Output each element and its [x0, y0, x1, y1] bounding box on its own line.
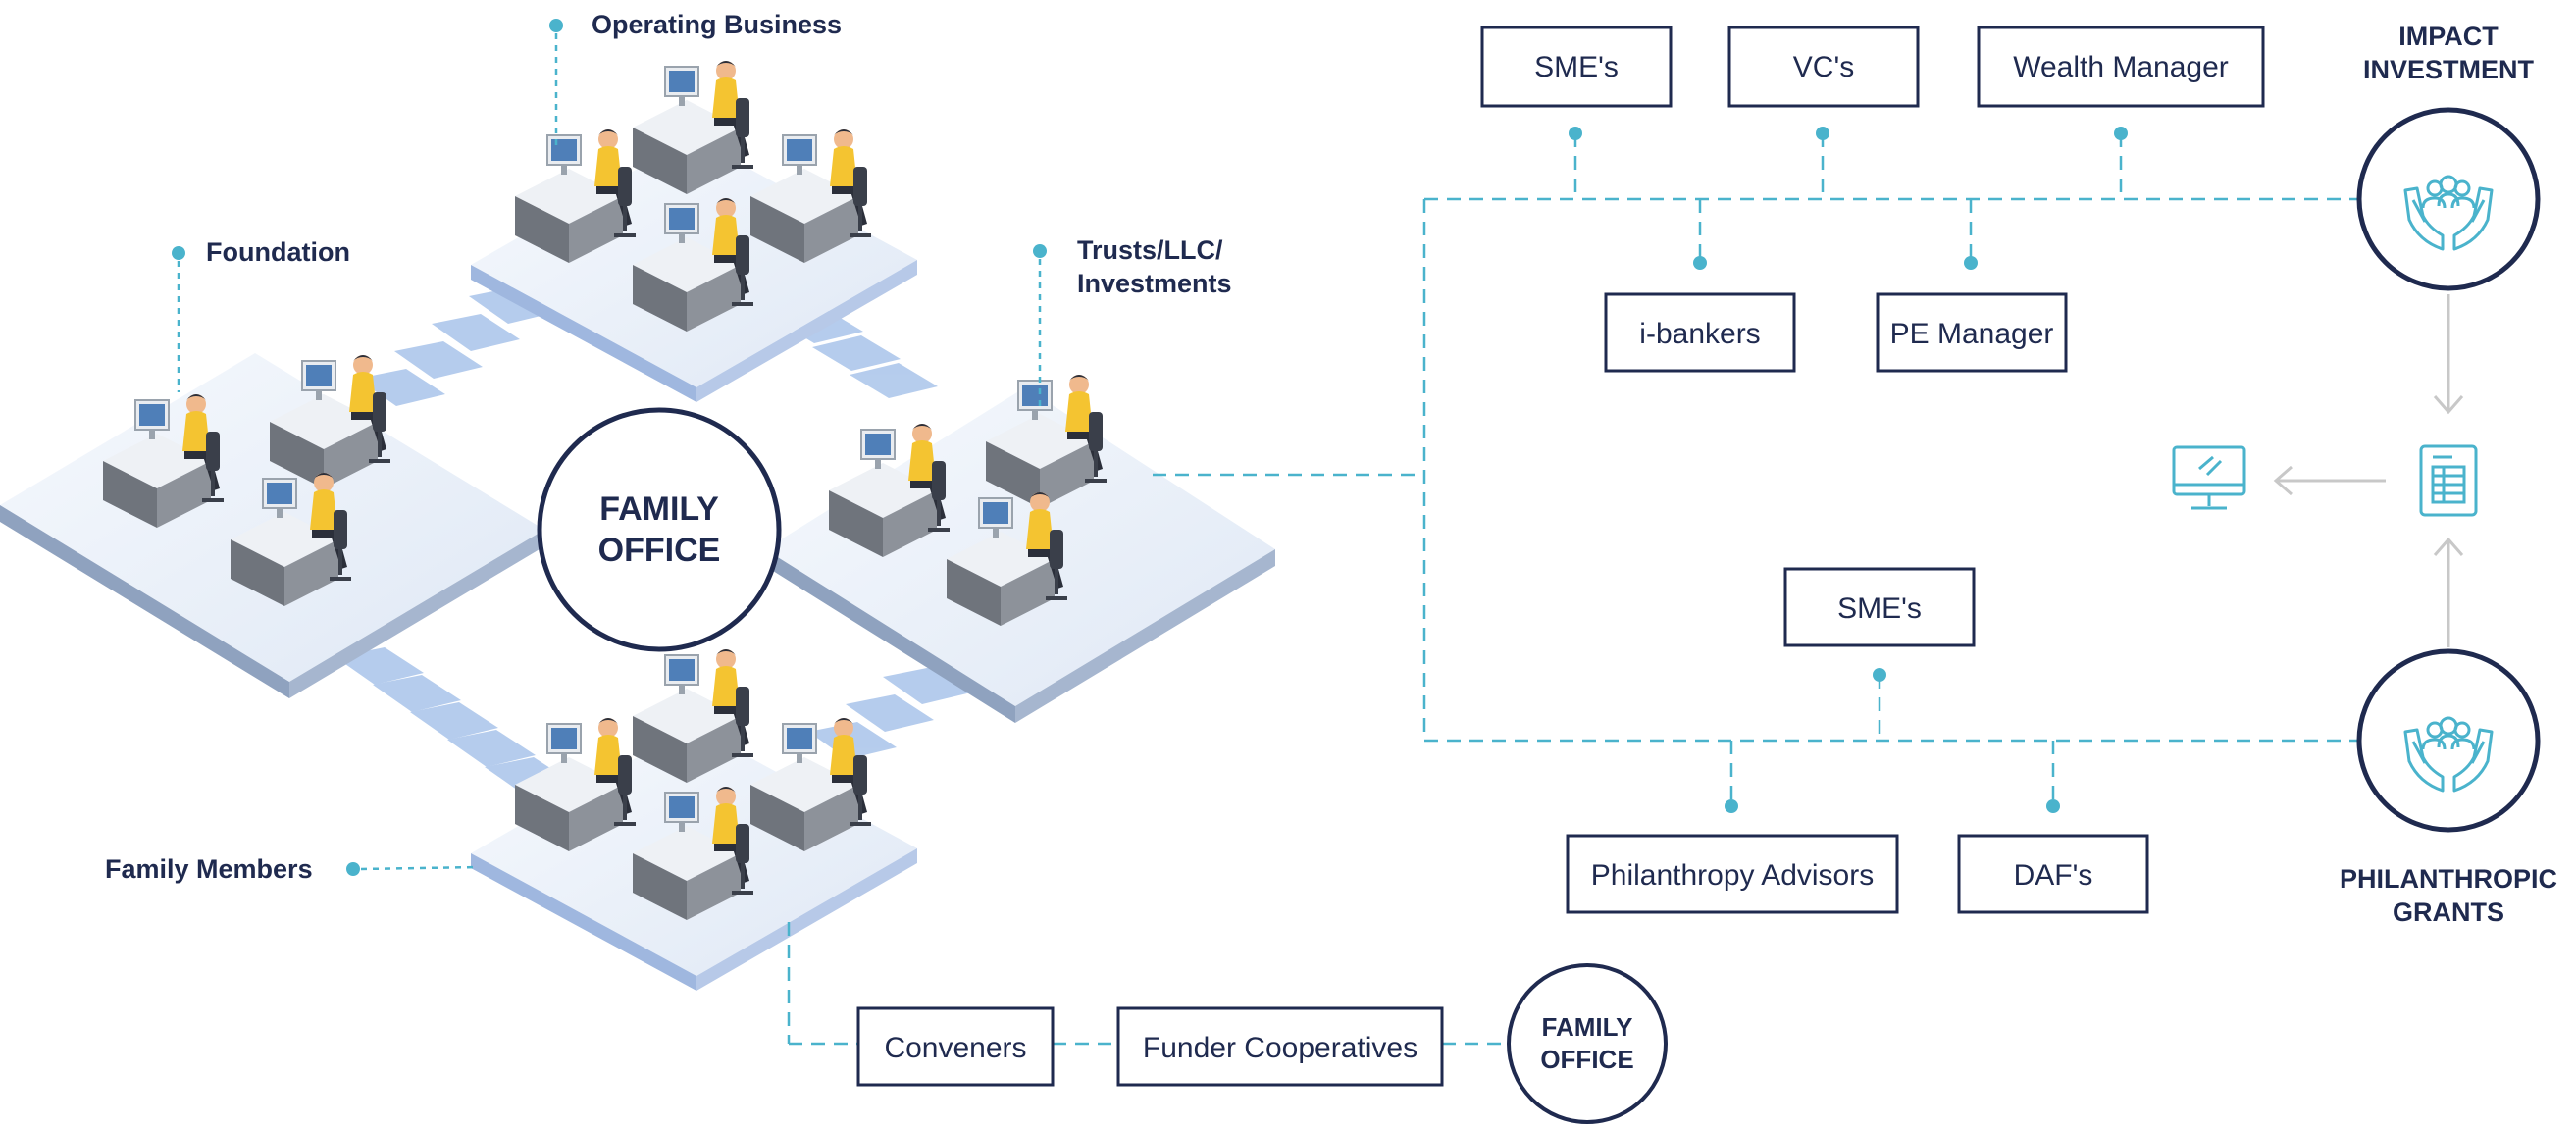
box-label: VC's [1793, 51, 1854, 83]
philanthropy-boxes: SME's Philanthropy Advisors DAF's [1566, 567, 2149, 914]
box-label: Funder Cooperatives [1143, 1032, 1417, 1064]
philanthropic-title-line1: PHILANTHROPIC [2340, 864, 2557, 894]
impact-title-line2: INVESTMENT [2363, 55, 2535, 84]
box-i-bankers: i-bankers [1604, 292, 1796, 373]
box-funder-cooperatives: Funder Cooperatives [1116, 1006, 1444, 1087]
callout-label-line2: Investments [1077, 269, 1232, 298]
philanthropic-title-line2: GRANTS [2393, 897, 2504, 927]
office-illustration: FAMILY OFFICE Operating Business Foundat… [0, 10, 1275, 991]
investment-boxes: SME's VC's Wealth Manager i-bankers PE M… [1480, 26, 2265, 373]
callout-label: Foundation [206, 237, 350, 267]
box-dafs: DAF's [1957, 834, 2149, 914]
box-label: SME's [1534, 51, 1619, 83]
box-label: Wealth Manager [2013, 51, 2229, 83]
box-label: DAF's [2014, 859, 2093, 892]
monitor-icon [2172, 445, 2246, 510]
box-label: PE Manager [1890, 318, 2054, 350]
callout-foundation: Foundation [172, 237, 350, 392]
box-vcs: VC's [1727, 26, 1920, 108]
box-label: SME's [1837, 592, 1922, 625]
callout-label: Operating Business [592, 10, 842, 39]
flow-arrows [2273, 294, 2464, 647]
platform-foundation [0, 353, 544, 698]
connector-lines [787, 127, 2359, 1046]
bottom-chain: Conveners Funder Cooperatives FAMILY OFF… [856, 963, 1668, 1124]
small-circle-line1: FAMILY [1542, 1012, 1633, 1042]
center-title-line2: OFFICE [598, 532, 721, 569]
callout-family-members: Family Members [105, 854, 480, 884]
philanthropic-grants-node: PHILANTHROPIC GRANTS [2340, 648, 2557, 927]
box-wealth-manager: Wealth Manager [1977, 26, 2265, 108]
box-conveners: Conveners [856, 1006, 1055, 1087]
box-smes-investment: SME's [1480, 26, 1673, 108]
box-label: i-bankers [1639, 318, 1760, 350]
family-office-small: FAMILY OFFICE [1507, 963, 1668, 1124]
callout-operating-business: Operating Business [549, 10, 842, 147]
spreadsheet-icon [2419, 444, 2478, 517]
family-office-center: FAMILY OFFICE [537, 407, 782, 652]
impact-investment-node: IMPACT INVESTMENT [2356, 22, 2541, 291]
connector-dots [1569, 127, 2128, 813]
box-label: Conveners [884, 1032, 1026, 1064]
box-philanthropy-advisors: Philanthropy Advisors [1566, 834, 1899, 914]
box-smes-philanthropy: SME's [1783, 567, 1976, 647]
callout-trusts: Trusts/LLC/ Investments [1033, 235, 1232, 412]
impact-title-line1: IMPACT [2398, 22, 2499, 51]
callout-label-line1: Trusts/LLC/ [1077, 235, 1223, 265]
callout-label: Family Members [105, 854, 313, 884]
box-pe-manager: PE Manager [1876, 292, 2068, 373]
box-label: Philanthropy Advisors [1591, 859, 1875, 892]
small-circle-line2: OFFICE [1540, 1045, 1633, 1074]
center-title-line1: FAMILY [599, 490, 719, 528]
